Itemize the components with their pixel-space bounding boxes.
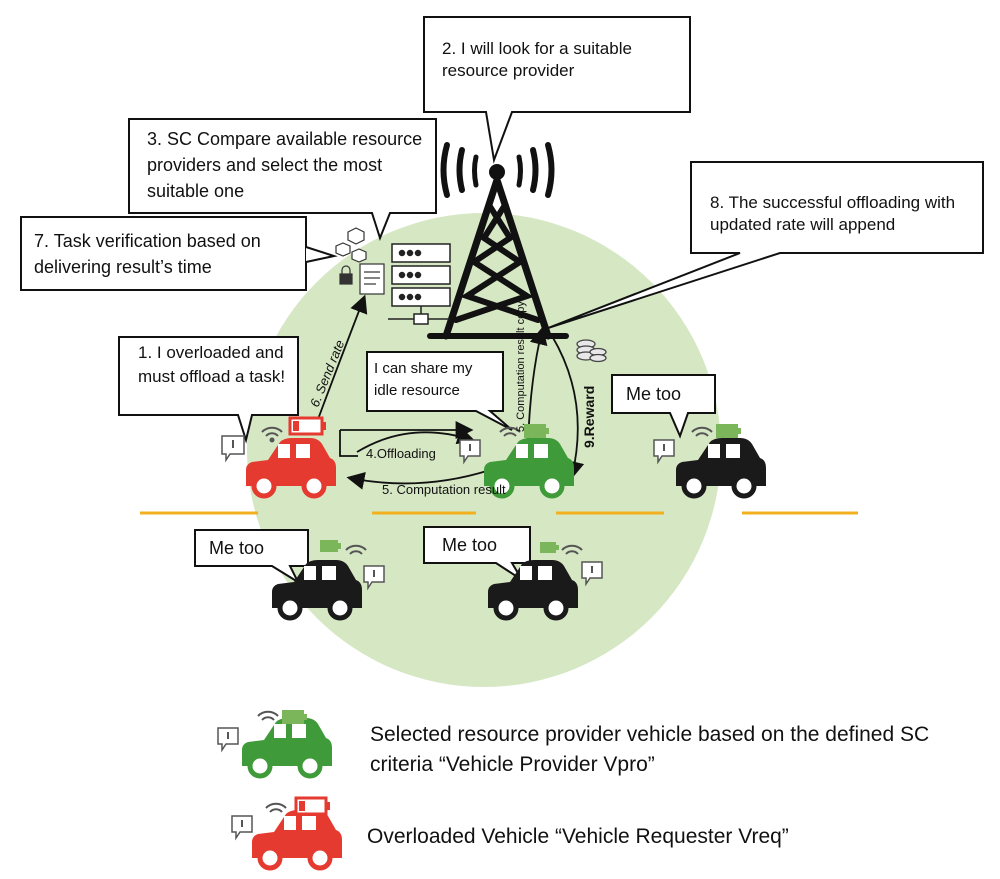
- alert-bubble-icon: [653, 439, 675, 465]
- callout-step7: [20, 216, 307, 291]
- label-reward: 9.Reward: [581, 386, 597, 448]
- alert-bubble-icon: [581, 561, 603, 587]
- battery-icon: [716, 424, 741, 438]
- callout-me-too-right: [611, 374, 716, 439]
- server-icon: [388, 243, 451, 325]
- callout-me-too-right-text: Me too: [626, 384, 682, 404]
- coins-icon: [576, 339, 607, 363]
- car-idle-left: [272, 560, 362, 621]
- callout-me-too-center-text: Me too: [442, 535, 498, 555]
- legend-requester-text: Overloaded Vehicle “Vehicle Requester Vr…: [367, 825, 789, 848]
- callout-step8-text: 8. The successful offloading with update…: [710, 193, 956, 234]
- callout-share: [366, 351, 513, 431]
- callout-step3-text: 3. SC Compare available resource provide…: [147, 129, 423, 201]
- legend-requester-car-icon: [231, 796, 342, 871]
- battery-icon: [540, 542, 559, 553]
- label-computation-result-copy: 5. Computation result copy: [515, 301, 527, 432]
- legend-provider-car-icon: [217, 710, 332, 779]
- battery-icon: [320, 540, 341, 552]
- alert-bubble-icon: [459, 439, 481, 465]
- callout-share-text: I can share my idle resource: [374, 360, 473, 399]
- callout-me-too-left-text: Me too: [209, 538, 265, 558]
- wifi-icon: [261, 426, 283, 443]
- callout-step2: [423, 16, 691, 164]
- battery-icon: [288, 416, 326, 436]
- car-idle-right: [676, 438, 766, 499]
- battery-icon: [524, 424, 549, 438]
- car-provider: [484, 438, 574, 499]
- smart-contract-icon: [335, 227, 385, 295]
- callout-step7-text: 7. Task verification based on delivering…: [34, 231, 261, 277]
- wifi-icon: [345, 544, 367, 555]
- car-requester: [246, 438, 336, 499]
- car-idle-center: [488, 560, 578, 621]
- callout-step1-text: 1. I overloaded and must offload a task!: [138, 343, 286, 386]
- wifi-icon: [561, 544, 583, 555]
- callout-step8: [547, 161, 984, 329]
- alert-bubble-icon: [221, 435, 245, 463]
- legend-provider-text: Selected resource provider vehicle based…: [370, 723, 930, 776]
- callout-step3: [128, 118, 437, 241]
- callout-step2-text: 2. I will look for a suitable resource p…: [442, 39, 632, 80]
- callout-me-too-left: [194, 529, 309, 585]
- wifi-icon: [499, 426, 521, 437]
- label-offloading: 4.Offloading: [366, 446, 436, 461]
- callout-step1: [118, 336, 299, 444]
- alert-bubble-icon: [363, 565, 385, 591]
- flow-arrows: [313, 294, 585, 490]
- wifi-icon: [691, 426, 713, 437]
- label-computation-result: 5. Computation result: [382, 482, 506, 497]
